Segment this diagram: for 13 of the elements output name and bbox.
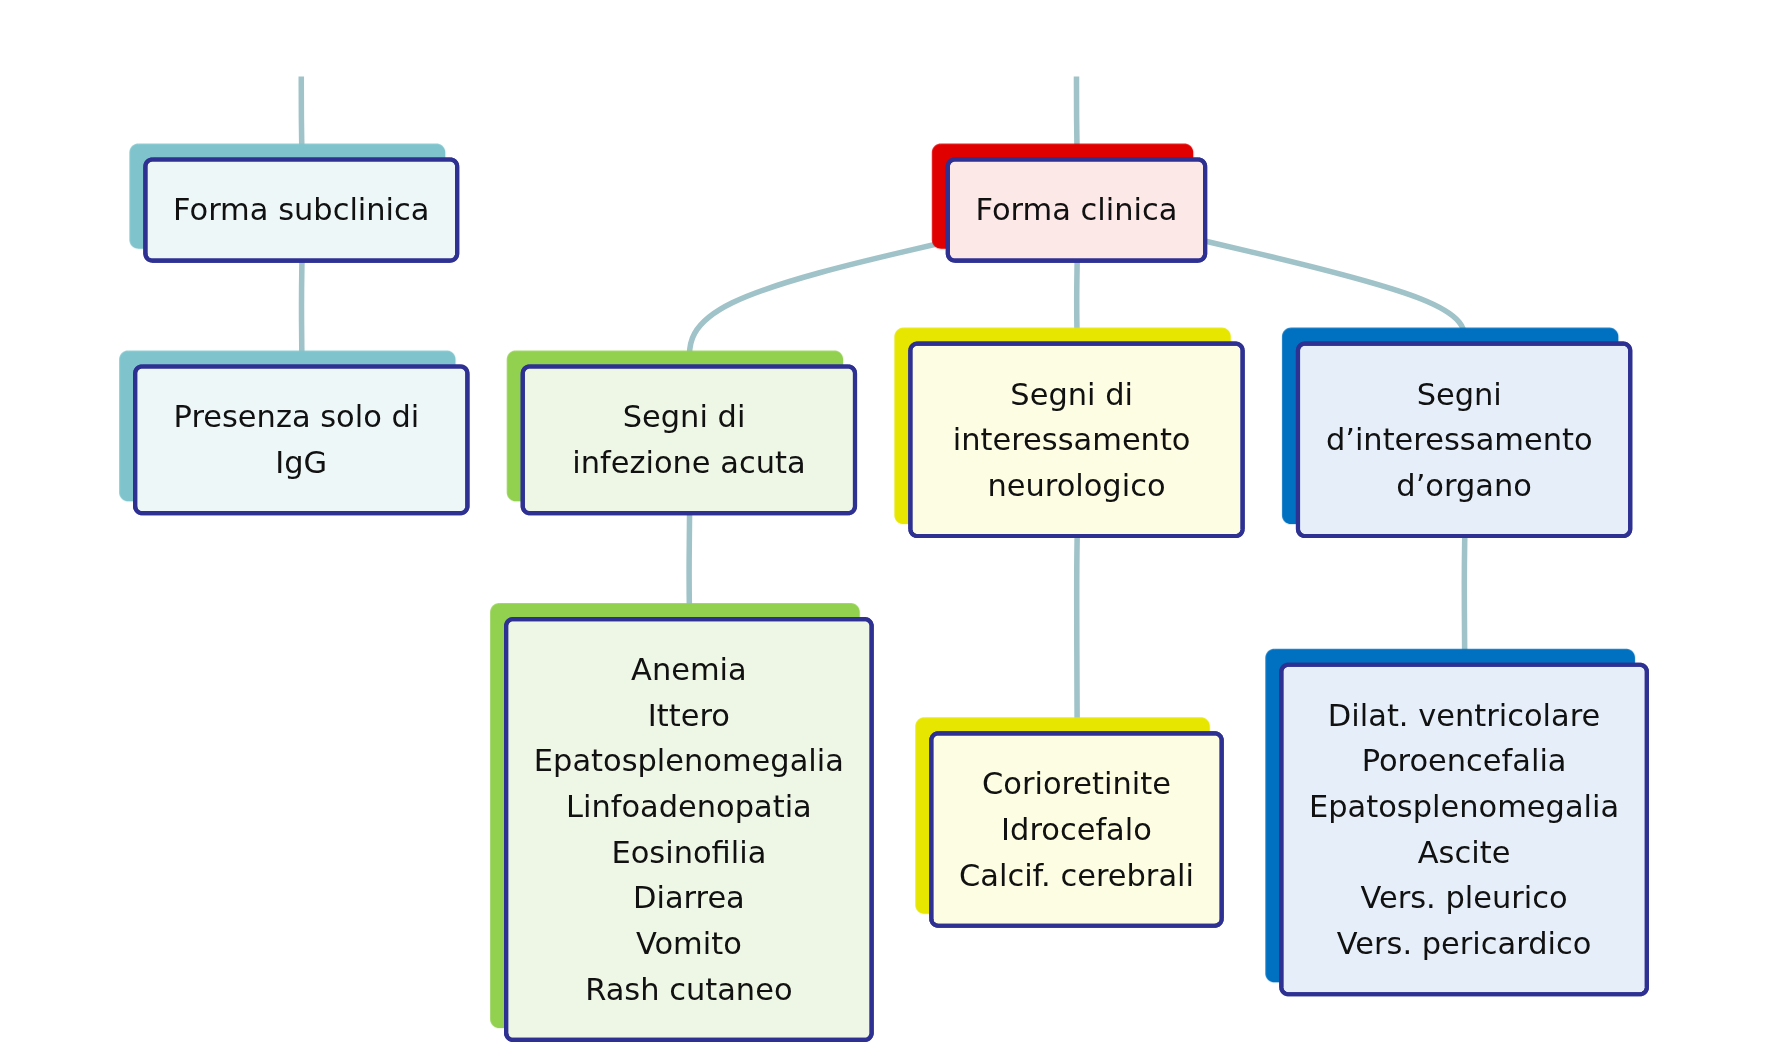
category-box: Segni d’interessamento d’organo [1295, 341, 1633, 539]
category-box: Segni di interessamento neurologico [908, 341, 1245, 539]
connector-line [1073, 536, 1080, 734]
category-box: Forma clinica [945, 157, 1208, 263]
category-box: Anemia Ittero Epatosplenomegalia Linfoadenopatia Eosinofilia Diarrea Vomito Rash cutaneo [504, 617, 874, 1042]
connector-line [1073, 261, 1080, 345]
category-box: Corioretinite Idrocefalo Calcif. cerebrali [929, 731, 1224, 928]
category-box: Dilat. ventricolare Poroencefalia Epatosplenomegalia Ascite Vers. pleurico Vers. pericardico [1279, 662, 1649, 997]
category-box: Presenza solo di IgG [133, 364, 470, 516]
connector-line [1461, 536, 1468, 666]
connector-line [686, 513, 693, 620]
category-box: Forma subclinica [143, 157, 460, 263]
category-box: Segni di infezione acuta [520, 364, 858, 516]
